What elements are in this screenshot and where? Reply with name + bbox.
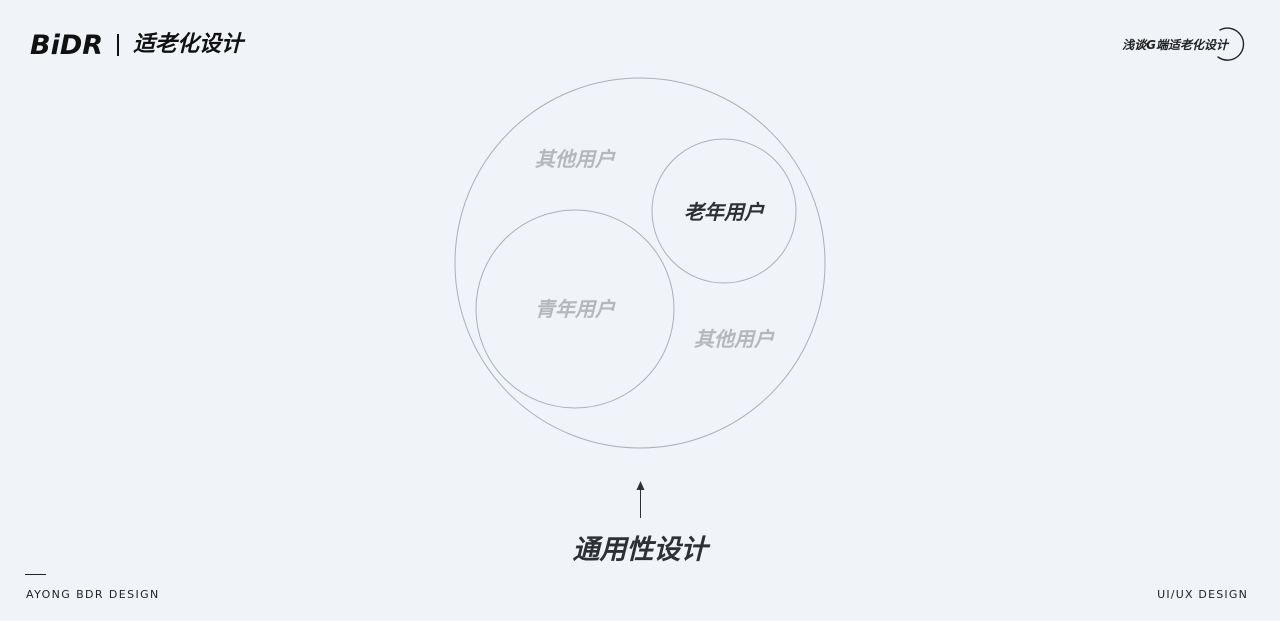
logo-mark: BiDR [30,29,104,61]
elderly-users-circle [651,138,797,284]
diagram-caption: 通用性设计 [572,534,708,566]
arc-icon [1217,27,1245,61]
logo-divider [117,34,120,56]
other-users-label-top: 其他用户 [535,147,615,171]
young-users-circle [475,209,675,409]
brand-logo: BiDR 适老化设计 [30,28,243,62]
footer-right-text: UI/UX DESIGN [1157,588,1248,601]
footer-dash [25,574,46,575]
series-badge: 浅谈G端适老化设计 [1122,26,1248,62]
outer-circle [454,77,826,449]
footer-left-text: AYONG BDR DESIGN [26,588,160,601]
elderly-users-label: 老年用户 [684,200,764,224]
page-title: 适老化设计 [133,32,244,57]
arrow-head [636,481,645,490]
series-title: 浅谈G端适老化设计 [1122,37,1228,52]
other-users-label-bottom: 其他用户 [694,327,774,351]
young-users-label: 青年用户 [535,297,615,321]
